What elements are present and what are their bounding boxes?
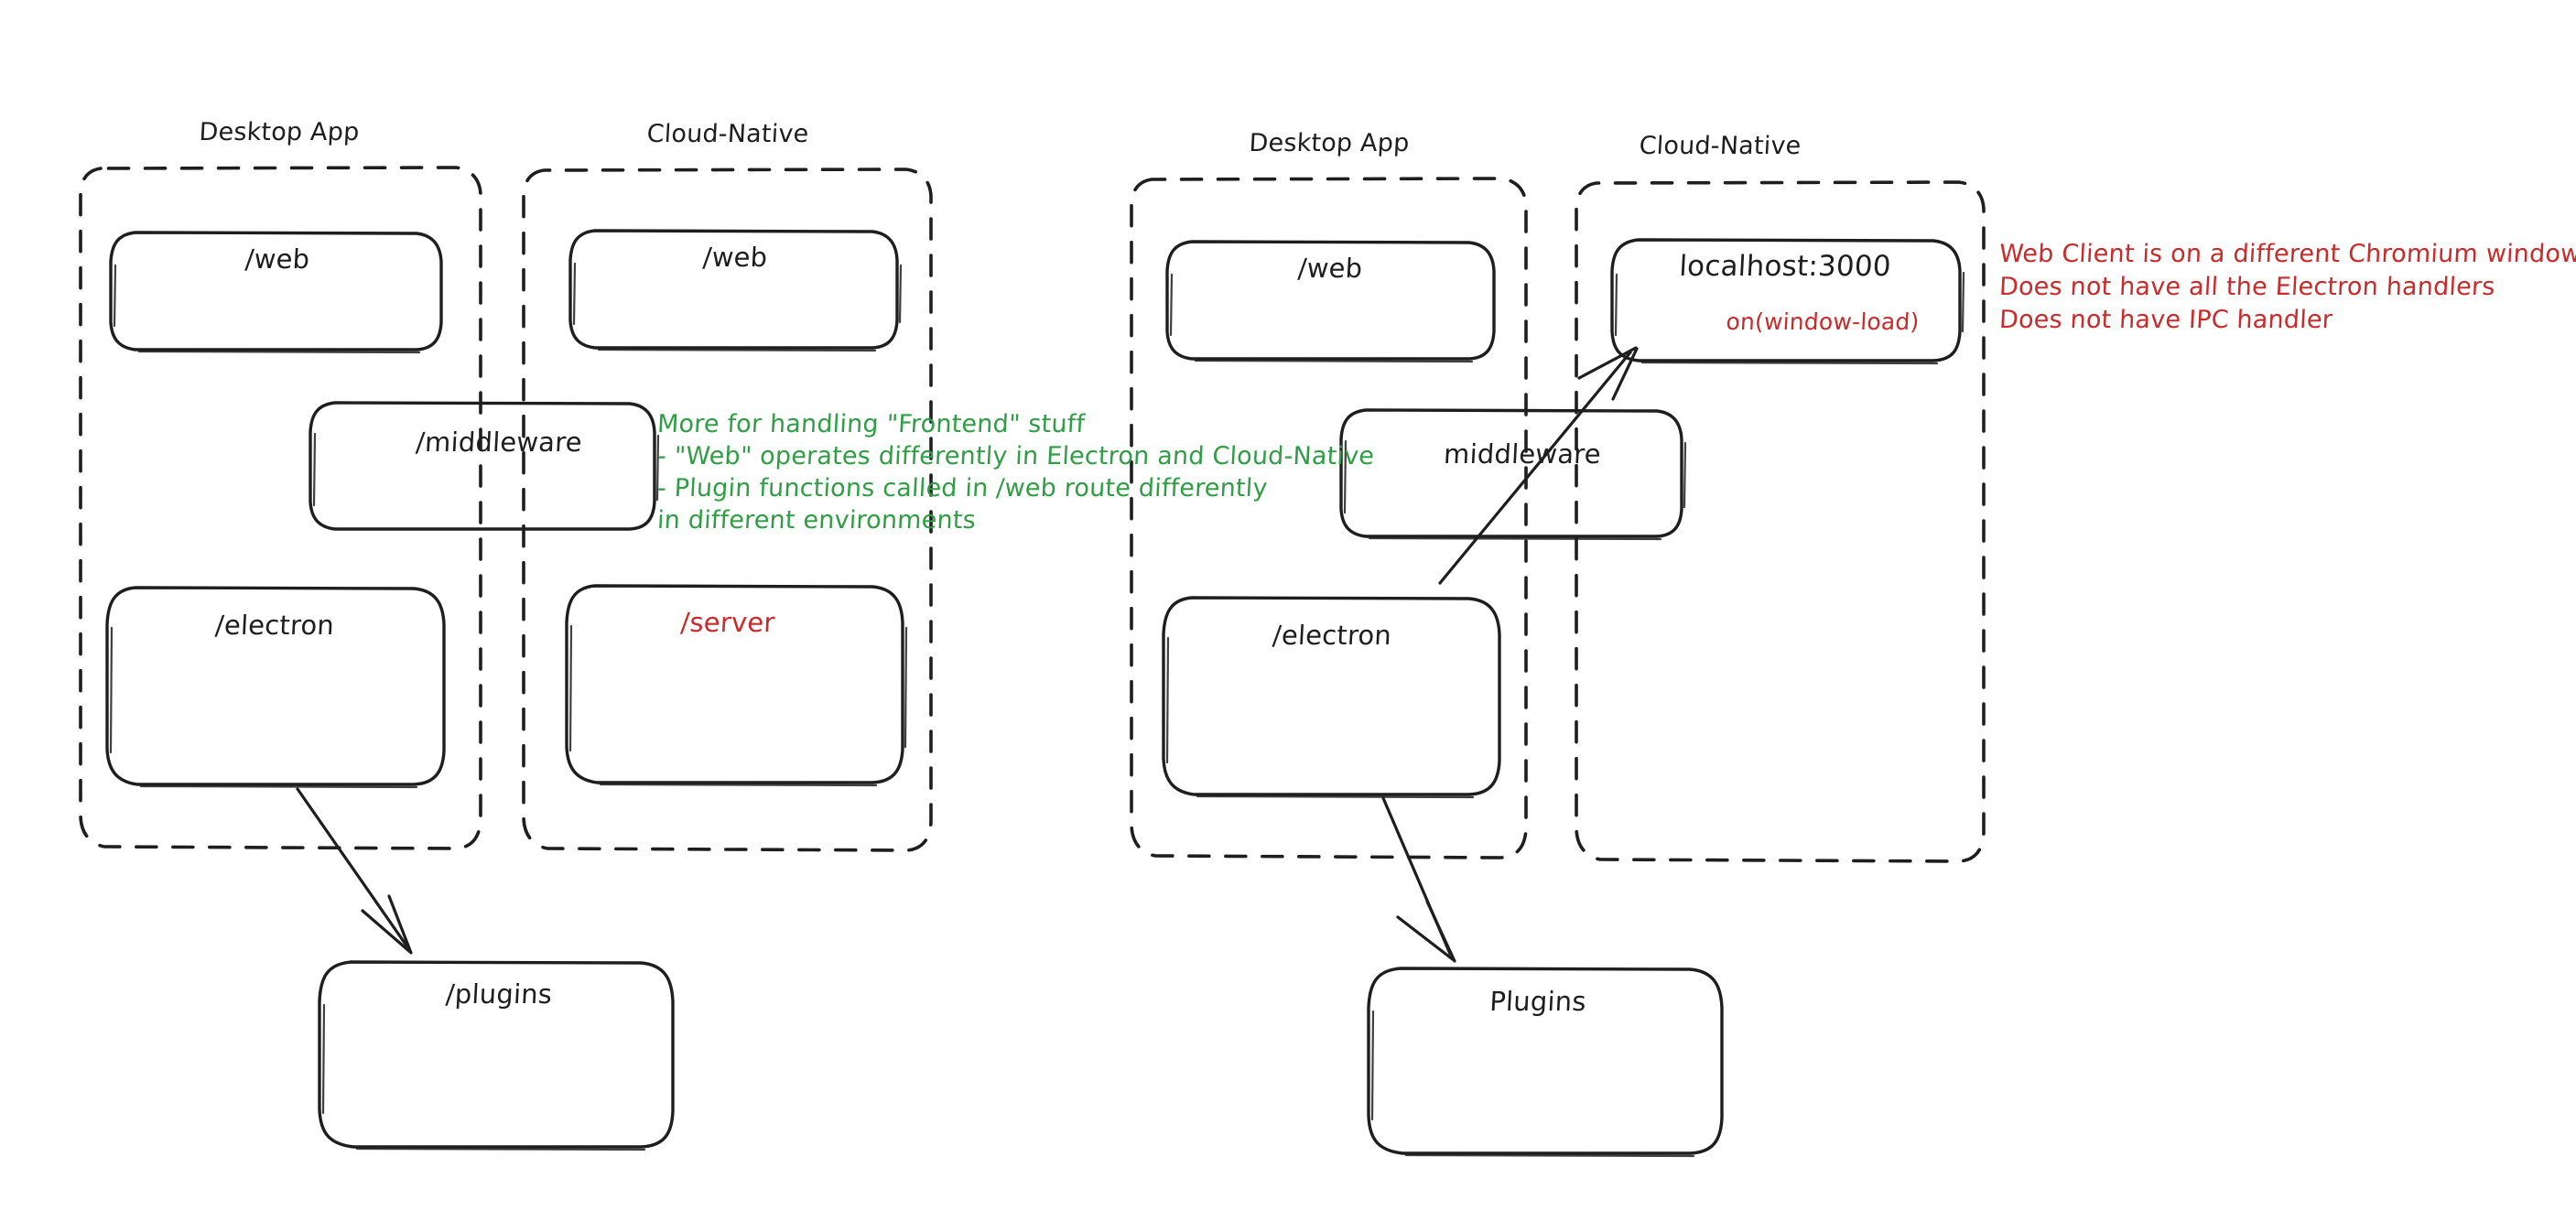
left-server-label: /server bbox=[679, 607, 776, 638]
right-localhost-label: localhost:3000 bbox=[1678, 250, 1892, 283]
left-plugins-box bbox=[318, 960, 675, 1151]
left-annotation-line-1: More for handling "Frontend" stuff bbox=[656, 410, 1086, 438]
right-middleware-label: middleware bbox=[1443, 438, 1602, 470]
left-desktop-group-border bbox=[79, 166, 482, 850]
left-electron-label: /electron bbox=[214, 610, 335, 641]
left-annotation-line-4: in different environments bbox=[656, 506, 977, 535]
left-desktop-group-label: Desktop App bbox=[198, 118, 361, 146]
right-cloud-group-border bbox=[1575, 180, 1986, 863]
right-plugins-box bbox=[1367, 967, 1724, 1158]
right-plugins-label: Plugins bbox=[1488, 986, 1587, 1017]
right-localhost-note: on(window-load) bbox=[1725, 308, 1921, 335]
arrow-electron-to-plugins-right bbox=[1381, 796, 1456, 963]
right-localhost-box bbox=[1610, 238, 1965, 365]
right-electron-box bbox=[1162, 596, 1501, 799]
right-cloud-group-label: Cloud-Native bbox=[1638, 132, 1802, 160]
left-server-box bbox=[565, 584, 908, 787]
right-desktop-group-label: Desktop App bbox=[1248, 129, 1411, 157]
right-annotation-line-2: Does not have all the Electron handlers bbox=[1998, 273, 2496, 301]
left-cloud-group-label: Cloud-Native bbox=[645, 120, 810, 148]
left-middleware-label: /middleware bbox=[415, 427, 583, 458]
right-web-desktop-box bbox=[1165, 240, 1496, 363]
right-annotation-line-3: Does not have IPC handler bbox=[1998, 306, 2333, 334]
left-cloud-group-border bbox=[522, 168, 933, 852]
left-web-cloud-box bbox=[568, 229, 903, 352]
left-middleware-box bbox=[308, 401, 660, 531]
right-electron-label: /electron bbox=[1272, 620, 1392, 651]
left-plugins-label: /plugins bbox=[445, 978, 554, 1010]
right-web-desktop-label: /web bbox=[1296, 253, 1364, 284]
left-electron-box bbox=[105, 586, 446, 789]
right-middleware-box bbox=[1339, 408, 1687, 541]
arrow-electron-to-plugins-left bbox=[296, 787, 413, 955]
left-annotation-line-3: - Plugin functions called in /web route … bbox=[656, 474, 1269, 503]
arrow-electron-to-localhost bbox=[1438, 346, 1639, 585]
left-web-cloud-label: /web bbox=[701, 242, 769, 273]
left-web-desktop-label: /web bbox=[244, 243, 311, 275]
left-annotation-line-2: - "Web" operates differently in Electron… bbox=[656, 442, 1375, 470]
right-desktop-group-border bbox=[1130, 177, 1528, 859]
left-web-desktop-box bbox=[109, 231, 443, 354]
right-annotation-line-1: Web Client is on a different Chromium wi… bbox=[1998, 240, 2576, 268]
